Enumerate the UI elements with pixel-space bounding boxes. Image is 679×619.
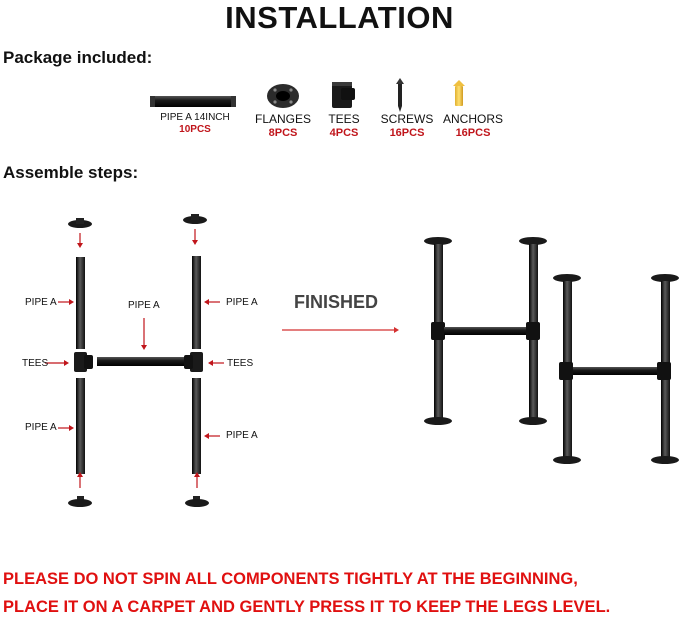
label-pipe-a-left-bottom: PIPE A [25, 422, 57, 433]
package-item-qty-flanges: 8PCS [268, 127, 298, 139]
label-pipe-a-left-top: PIPE A [25, 297, 57, 308]
package-item-name-tees: TEES [328, 112, 360, 126]
package-item-qty-tees: 4PCS [329, 127, 359, 139]
pipe-left-top [76, 257, 85, 349]
flange-bottom-left [68, 496, 92, 507]
flange-bottom-right [185, 496, 209, 507]
pipe-left-bottom [76, 378, 85, 474]
tee-icon [332, 82, 355, 108]
package-heading: Package included: [3, 48, 153, 67]
page-title: INSTALLATION [225, 0, 454, 35]
tee-left [74, 352, 93, 372]
label-tees-left: TEES [22, 358, 49, 369]
finished-leg-back [424, 237, 547, 425]
package-item-name-pipe: PIPE A 14INCH [160, 112, 230, 123]
label-pipe-a-center: PIPE A [128, 300, 160, 311]
finished-label: FINISHED [294, 292, 379, 312]
finished-leg-front [553, 274, 679, 464]
package-item-name-flanges: FLANGES [254, 112, 311, 126]
warning-line-1: PLEASE DO NOT SPIN ALL COMPONENTS TIGHTL… [3, 570, 578, 588]
label-pipe-a-right-bottom: PIPE A [226, 430, 258, 441]
pipe-right-top [192, 256, 201, 349]
tee-right [184, 352, 203, 372]
steps-heading: Assemble steps: [3, 163, 139, 182]
flange-top-right [183, 214, 207, 224]
package-item-name-anchors: ANCHORS [442, 112, 503, 126]
pipe-center [97, 357, 184, 366]
screw-icon [396, 78, 404, 112]
assembly-arrows [45, 229, 399, 488]
pipe-icon [150, 96, 236, 107]
label-pipe-a-right-top: PIPE A [226, 297, 258, 308]
flange-icon [267, 84, 299, 108]
warning-line-2: PLACE IT ON A CARPET AND GENTLY PRESS IT… [3, 598, 611, 616]
package-item-qty-pipe: 10PCS [179, 124, 211, 135]
pipe-right-bottom [192, 378, 201, 474]
package-item-name-screws: SCREWS [380, 112, 434, 126]
label-tees-right: TEES [227, 358, 254, 369]
flange-top-left [68, 218, 92, 228]
package-item-qty-anchors: 16PCS [455, 127, 491, 139]
package-item-qty-screws: 16PCS [389, 127, 425, 139]
anchor-icon [453, 80, 465, 106]
